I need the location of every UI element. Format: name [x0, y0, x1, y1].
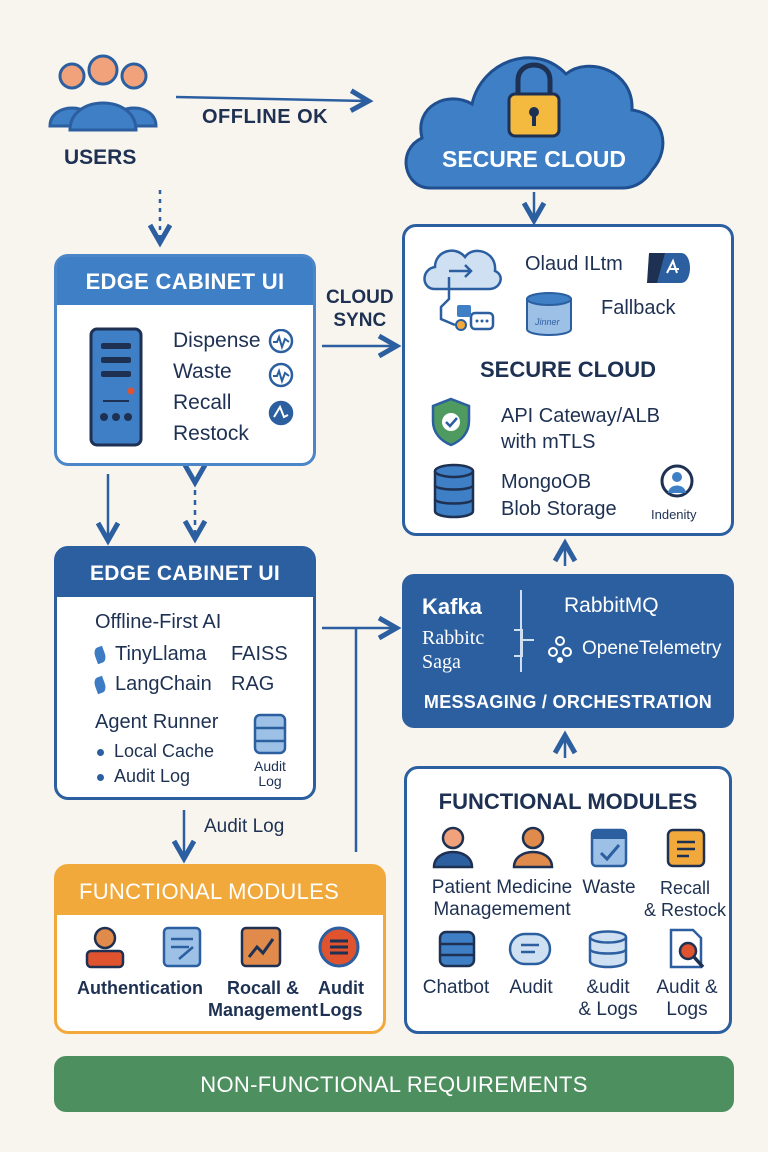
action-restock[interactable]: Restock	[173, 422, 249, 445]
model-langchain: LangChain	[115, 673, 212, 695]
functional-modules-left-title: FUNCTIONAL MODULES	[57, 867, 383, 915]
module-patient-medicine[interactable]: Patient Medicine Managemement	[431, 877, 573, 920]
module-chatbot[interactable]: Chatbot	[422, 977, 490, 998]
edge-ai-panel: EDGE CABINET UI Offline-First AI TinyLla…	[54, 546, 316, 800]
secure-cloud-subtitle: SECURE CLOUD	[479, 357, 656, 382]
users-icon	[48, 54, 158, 132]
functional-modules-right-title: FUNCTIONAL MODULES	[438, 789, 698, 814]
form-icon	[162, 926, 202, 968]
module-audit-logs[interactable]: Audit Logs	[318, 978, 364, 1020]
audit-icon-label: Audit Log	[254, 758, 286, 789]
offline-ai-label: Offline-First AI	[95, 611, 222, 633]
recall-chart-icon	[240, 926, 282, 968]
cabinet-icon	[89, 327, 143, 447]
chatbot-icon	[438, 930, 476, 968]
medicine-icon	[512, 826, 554, 869]
audit-chat-icon	[508, 932, 552, 966]
functional-modules-left-panel: FUNCTIONAL MODULES Authentication Rocall…	[54, 864, 386, 1034]
opentelemetry-label: OpeneTelemetry	[582, 638, 722, 659]
model-row-1: TinyLlama	[92, 643, 207, 666]
secure-cloud-title: SECURE CLOUD	[441, 146, 626, 172]
alert-tag-icon	[647, 253, 690, 283]
module-audit[interactable]: Audit	[509, 977, 553, 998]
edge-ai-title: EDGE CABINET UI	[57, 549, 313, 597]
cloud-services-panel: Olaud ILtm Jinner Fallback SECURE CLOUD …	[402, 224, 734, 536]
kafka-label: Kafka	[422, 594, 482, 619]
messaging-footer: MESSAGING / ORCHESTRATION	[423, 692, 713, 712]
offline-ok-label: OFFLINE OK	[202, 106, 329, 128]
model-row-2: LangChain	[92, 673, 212, 696]
storage-database-icon	[433, 463, 475, 519]
bracket-icon	[514, 629, 534, 657]
rabbitc-saga-label: Rabbitc Saga	[422, 627, 485, 673]
identity-icon	[660, 464, 694, 498]
api-gateway-label: API Cateway/ALB with mTLS	[501, 405, 660, 453]
action-dispense[interactable]: Dispense	[173, 329, 261, 352]
edge-actions-list: Dispense Waste Recall Restock	[173, 325, 261, 449]
storage-label: MongoOB Blob Storage	[501, 471, 617, 520]
rabbitmq-label: RabbitMQ	[564, 594, 659, 617]
bullet-icon	[97, 773, 104, 781]
model-tag-faiss: FAISS	[231, 643, 288, 665]
cloud-ilm-label: Olaud ILtm	[525, 253, 623, 275]
telemetry-icon	[548, 636, 572, 663]
shield-check-icon	[431, 397, 471, 447]
edge-cabinet-ui-title: EDGE CABINET UI	[57, 257, 313, 305]
model-tinyllama: TinyLlama	[115, 643, 207, 665]
audit-log-flow-label: Audit Log	[204, 816, 285, 837]
cloud-network-icon	[423, 249, 502, 331]
identity-label: Indenity	[651, 507, 697, 522]
action-waste[interactable]: Waste	[173, 360, 232, 383]
recall-list-icon	[666, 828, 706, 868]
fallback-label: Fallback	[601, 297, 676, 319]
database-icon	[526, 292, 572, 336]
patient-icon	[432, 826, 474, 869]
module-audit-logs-a[interactable]: &udit & Logs	[578, 977, 638, 1020]
bullet-icon	[97, 748, 104, 756]
activity-icons	[268, 329, 294, 426]
module-recall-management[interactable]: Rocall & Management	[207, 978, 319, 1020]
waste-checklist-icon	[590, 828, 628, 868]
non-functional-requirements-bar: NON-FUNCTIONAL REQUIREMENTS	[54, 1056, 734, 1112]
messaging-panel: Kafka RabbitMQ Rabbitc Saga OpeneTelemet…	[402, 574, 734, 728]
authentication-icon	[85, 926, 125, 969]
agent-runner-label: Agent Runner	[95, 711, 219, 733]
functional-modules-right-panel: FUNCTIONAL MODULES Patient Medicine Mana…	[404, 766, 732, 1034]
secure-cloud-icon	[404, 56, 665, 190]
bullet-audit-log: Audit Log	[114, 766, 191, 786]
edge-cabinet-ui-panel: EDGE CABINET UI Dispense Waste Recall Re…	[54, 254, 316, 466]
bullet-local-cache: Local Cache	[114, 741, 215, 761]
audit-logs-db-icon	[588, 930, 628, 969]
action-recall[interactable]: Recall	[173, 391, 232, 414]
leaf-icon	[92, 675, 108, 694]
cloud-sync-label: CLOUD SYNC	[326, 287, 394, 331]
module-authentication[interactable]: Authentication	[77, 978, 203, 998]
leaf-icon	[92, 645, 108, 664]
users-label: USERS	[64, 146, 137, 169]
arrow-users-to-cloud	[175, 97, 366, 101]
module-recall-restock[interactable]: Recall & Restock	[643, 878, 727, 920]
edge-ai-bullets: Local Cache Audit Log	[97, 739, 214, 789]
module-audit-logs-b[interactable]: Audit & Logs	[656, 977, 718, 1020]
model-tag-rag: RAG	[231, 673, 275, 695]
database-icon-text: Jinner	[535, 317, 560, 327]
audit-logs-icon	[318, 926, 360, 968]
module-waste[interactable]: Waste	[582, 877, 636, 898]
audit-db-icon	[253, 713, 287, 755]
audit-search-icon	[669, 928, 705, 969]
